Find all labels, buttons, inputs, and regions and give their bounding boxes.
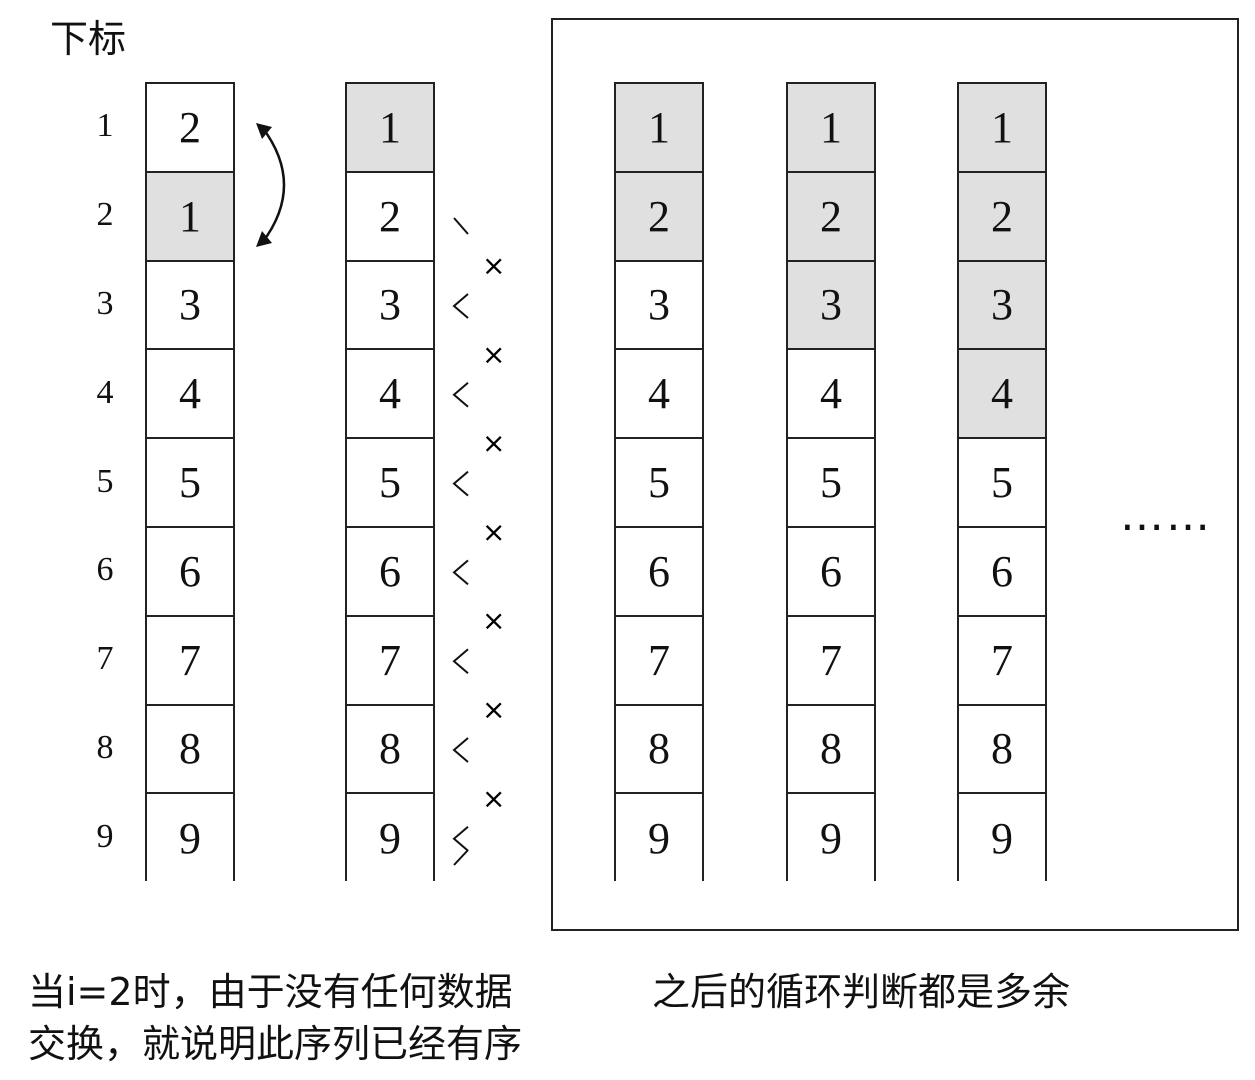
array-cell: 7 xyxy=(959,616,1045,706)
array-cell: 6 xyxy=(788,527,874,617)
array-cell: 4 xyxy=(147,350,233,440)
no-swap-marks: × × × × × × × xyxy=(452,217,505,866)
array-cell: 9 xyxy=(147,794,233,884)
array-cell: 5 xyxy=(347,439,433,528)
no-swap-mark: × xyxy=(482,427,505,460)
array-cell: 7 xyxy=(147,616,233,706)
array-cell: 2 xyxy=(788,172,874,262)
swap-arrow-head-top xyxy=(256,123,272,139)
caption-left-line-2: 交换，就说明此序列已经有序 xyxy=(28,1022,523,1066)
remaining-passes-frame xyxy=(551,18,1239,931)
array-cell: 8 xyxy=(959,705,1045,795)
array-cell: 7 xyxy=(788,616,874,706)
array-cell: 7 xyxy=(347,616,433,706)
index-label: 9 xyxy=(96,817,114,855)
caption-left-line-1: 当i=2时，由于没有任何数据 xyxy=(28,970,513,1014)
array-cell: 7 xyxy=(616,616,702,706)
array-cell: 3 xyxy=(959,261,1045,351)
swap-arrow-head-bottom xyxy=(256,231,272,247)
index-header: 下标 xyxy=(50,17,127,61)
array-cell: 4 xyxy=(959,350,1045,440)
array-cell: 1 xyxy=(616,84,702,173)
index-label: 6 xyxy=(96,551,114,589)
index-label: 1 xyxy=(96,107,114,145)
caption-right: 之后的循环判断都是多余 xyxy=(652,970,1071,1014)
array-cell: 1 xyxy=(788,84,874,173)
no-swap-mark: × xyxy=(482,604,505,637)
index-label: 5 xyxy=(96,462,114,500)
array-cell: 3 xyxy=(788,261,874,351)
index-label: 8 xyxy=(96,729,114,766)
array-cell: 6 xyxy=(959,527,1045,617)
array-cell: 9 xyxy=(959,794,1045,884)
array-cell: 6 xyxy=(347,527,433,617)
array-cell: 3 xyxy=(347,261,433,351)
array-cell: 4 xyxy=(347,350,433,440)
swap-arrow xyxy=(256,123,286,247)
array-cell: 9 xyxy=(616,794,702,884)
array-cell: 4 xyxy=(616,350,702,440)
no-swap-mark: × xyxy=(482,338,505,371)
index-label: 4 xyxy=(96,373,114,411)
array-cell: 5 xyxy=(959,439,1045,528)
array-cell: 9 xyxy=(788,794,874,884)
index-label: 7 xyxy=(96,640,114,678)
array-cell: 2 xyxy=(959,172,1045,262)
array-cell: 5 xyxy=(788,439,874,528)
array-cell: 8 xyxy=(788,705,874,795)
array-cell: 2 xyxy=(347,172,433,262)
array-cell: 8 xyxy=(616,705,702,795)
array-cell: 8 xyxy=(147,705,233,795)
array-cell: 1 xyxy=(347,84,433,173)
no-swap-mark: × xyxy=(482,782,505,815)
index-label: 3 xyxy=(96,285,114,322)
array-cell: 2 xyxy=(616,172,702,262)
array-cell: 6 xyxy=(147,527,233,617)
no-swap-mark: × xyxy=(482,515,505,548)
array-cell: 9 xyxy=(347,794,433,884)
array-cell: 1 xyxy=(147,172,233,262)
no-swap-mark: × xyxy=(482,249,505,282)
array-cell: 1 xyxy=(959,84,1045,173)
array-cell: 8 xyxy=(347,705,433,795)
no-swap-mark: × xyxy=(482,693,505,726)
ellipsis: …… xyxy=(1120,490,1212,541)
array-cell: 5 xyxy=(147,439,233,528)
array-cell: 4 xyxy=(788,350,874,440)
swap-arrow-curve xyxy=(261,126,286,244)
comparison-chevrons xyxy=(452,217,469,866)
array-cell: 3 xyxy=(616,261,702,351)
array-cell: 5 xyxy=(616,439,702,528)
array-cell: 3 xyxy=(147,261,233,351)
index-label: 2 xyxy=(96,196,114,234)
array-cell: 2 xyxy=(147,84,233,173)
caption-left: 当i=2时，由于没有任何数据 交换，就说明此序列已经有序 xyxy=(28,966,522,1070)
array-cell: 6 xyxy=(616,527,702,617)
